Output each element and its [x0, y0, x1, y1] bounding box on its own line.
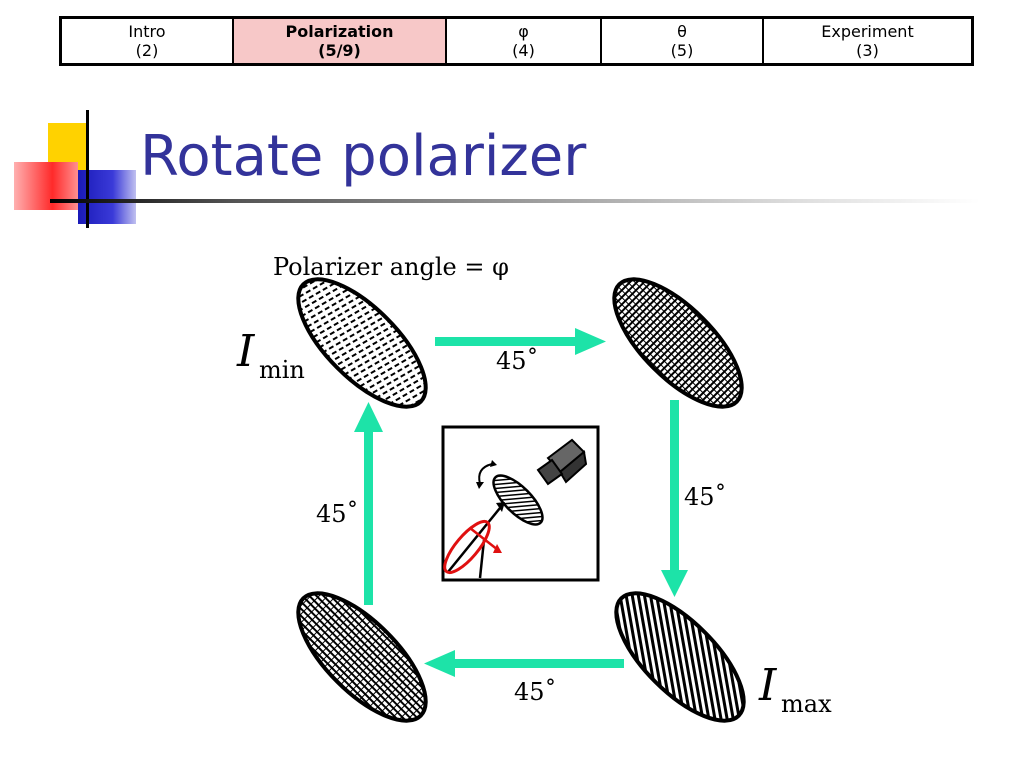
arrow-left — [424, 650, 624, 677]
angle-label-top: 45˚ — [496, 347, 539, 375]
nav-tab-label: θ — [677, 22, 687, 41]
nav-tab-label: Experiment — [821, 22, 914, 41]
i-max-symbol: I — [758, 660, 778, 711]
nav-tab-polarization[interactable]: Polarization (5/9) — [234, 19, 447, 63]
light-beam — [447, 507, 501, 573]
nav-tab-count: (5/9) — [318, 41, 361, 60]
nav-tab-count: (4) — [512, 41, 535, 60]
section-nav: Intro (2) Polarization (5/9) φ (4) θ (5)… — [59, 16, 974, 66]
nav-tab-count: (5) — [670, 41, 694, 60]
polarizer-angle-caption: Polarizer angle = φ — [273, 253, 509, 281]
camera-icon — [536, 438, 588, 486]
i-max-subscript: max — [781, 690, 832, 718]
nav-tab-label: Intro — [128, 22, 166, 41]
angle-label-right: 45˚ — [684, 483, 727, 511]
angle-label-bottom: 45˚ — [514, 678, 557, 706]
nav-tab-label: φ — [518, 22, 529, 41]
setup-inset — [441, 425, 600, 582]
polarizer-ellipse-top-right — [612, 277, 744, 409]
title-underline — [50, 199, 980, 203]
page-title: Rotate polarizer — [140, 124, 587, 189]
arrow-down — [661, 400, 688, 597]
polarizer-ellipse-bottom-left — [296, 591, 428, 723]
rotation-arrow-icon — [478, 463, 493, 485]
arrow-up — [354, 402, 383, 605]
title-decoration — [0, 0, 140, 230]
nav-tab-experiment[interactable]: Experiment (3) — [764, 19, 971, 63]
nav-tab-count: (3) — [856, 41, 879, 60]
i-min-subscript: min — [259, 356, 305, 384]
angle-label-left: 45˚ — [316, 500, 359, 528]
nav-tab-phi[interactable]: φ (4) — [447, 19, 602, 63]
nav-tab-count: (2) — [135, 41, 159, 60]
i-min-symbol: I — [236, 326, 256, 377]
polarizer-ellipse-min — [296, 277, 428, 409]
arrow-right — [435, 328, 606, 355]
polarizer-ellipse-max — [614, 591, 746, 723]
nav-tab-intro[interactable]: Intro (2) — [62, 19, 234, 63]
nav-tab-label: Polarization — [285, 22, 394, 41]
polarization-wave-icon — [443, 519, 491, 575]
nav-tab-theta[interactable]: θ (5) — [602, 19, 764, 63]
mini-polarizer-icon — [492, 474, 544, 526]
